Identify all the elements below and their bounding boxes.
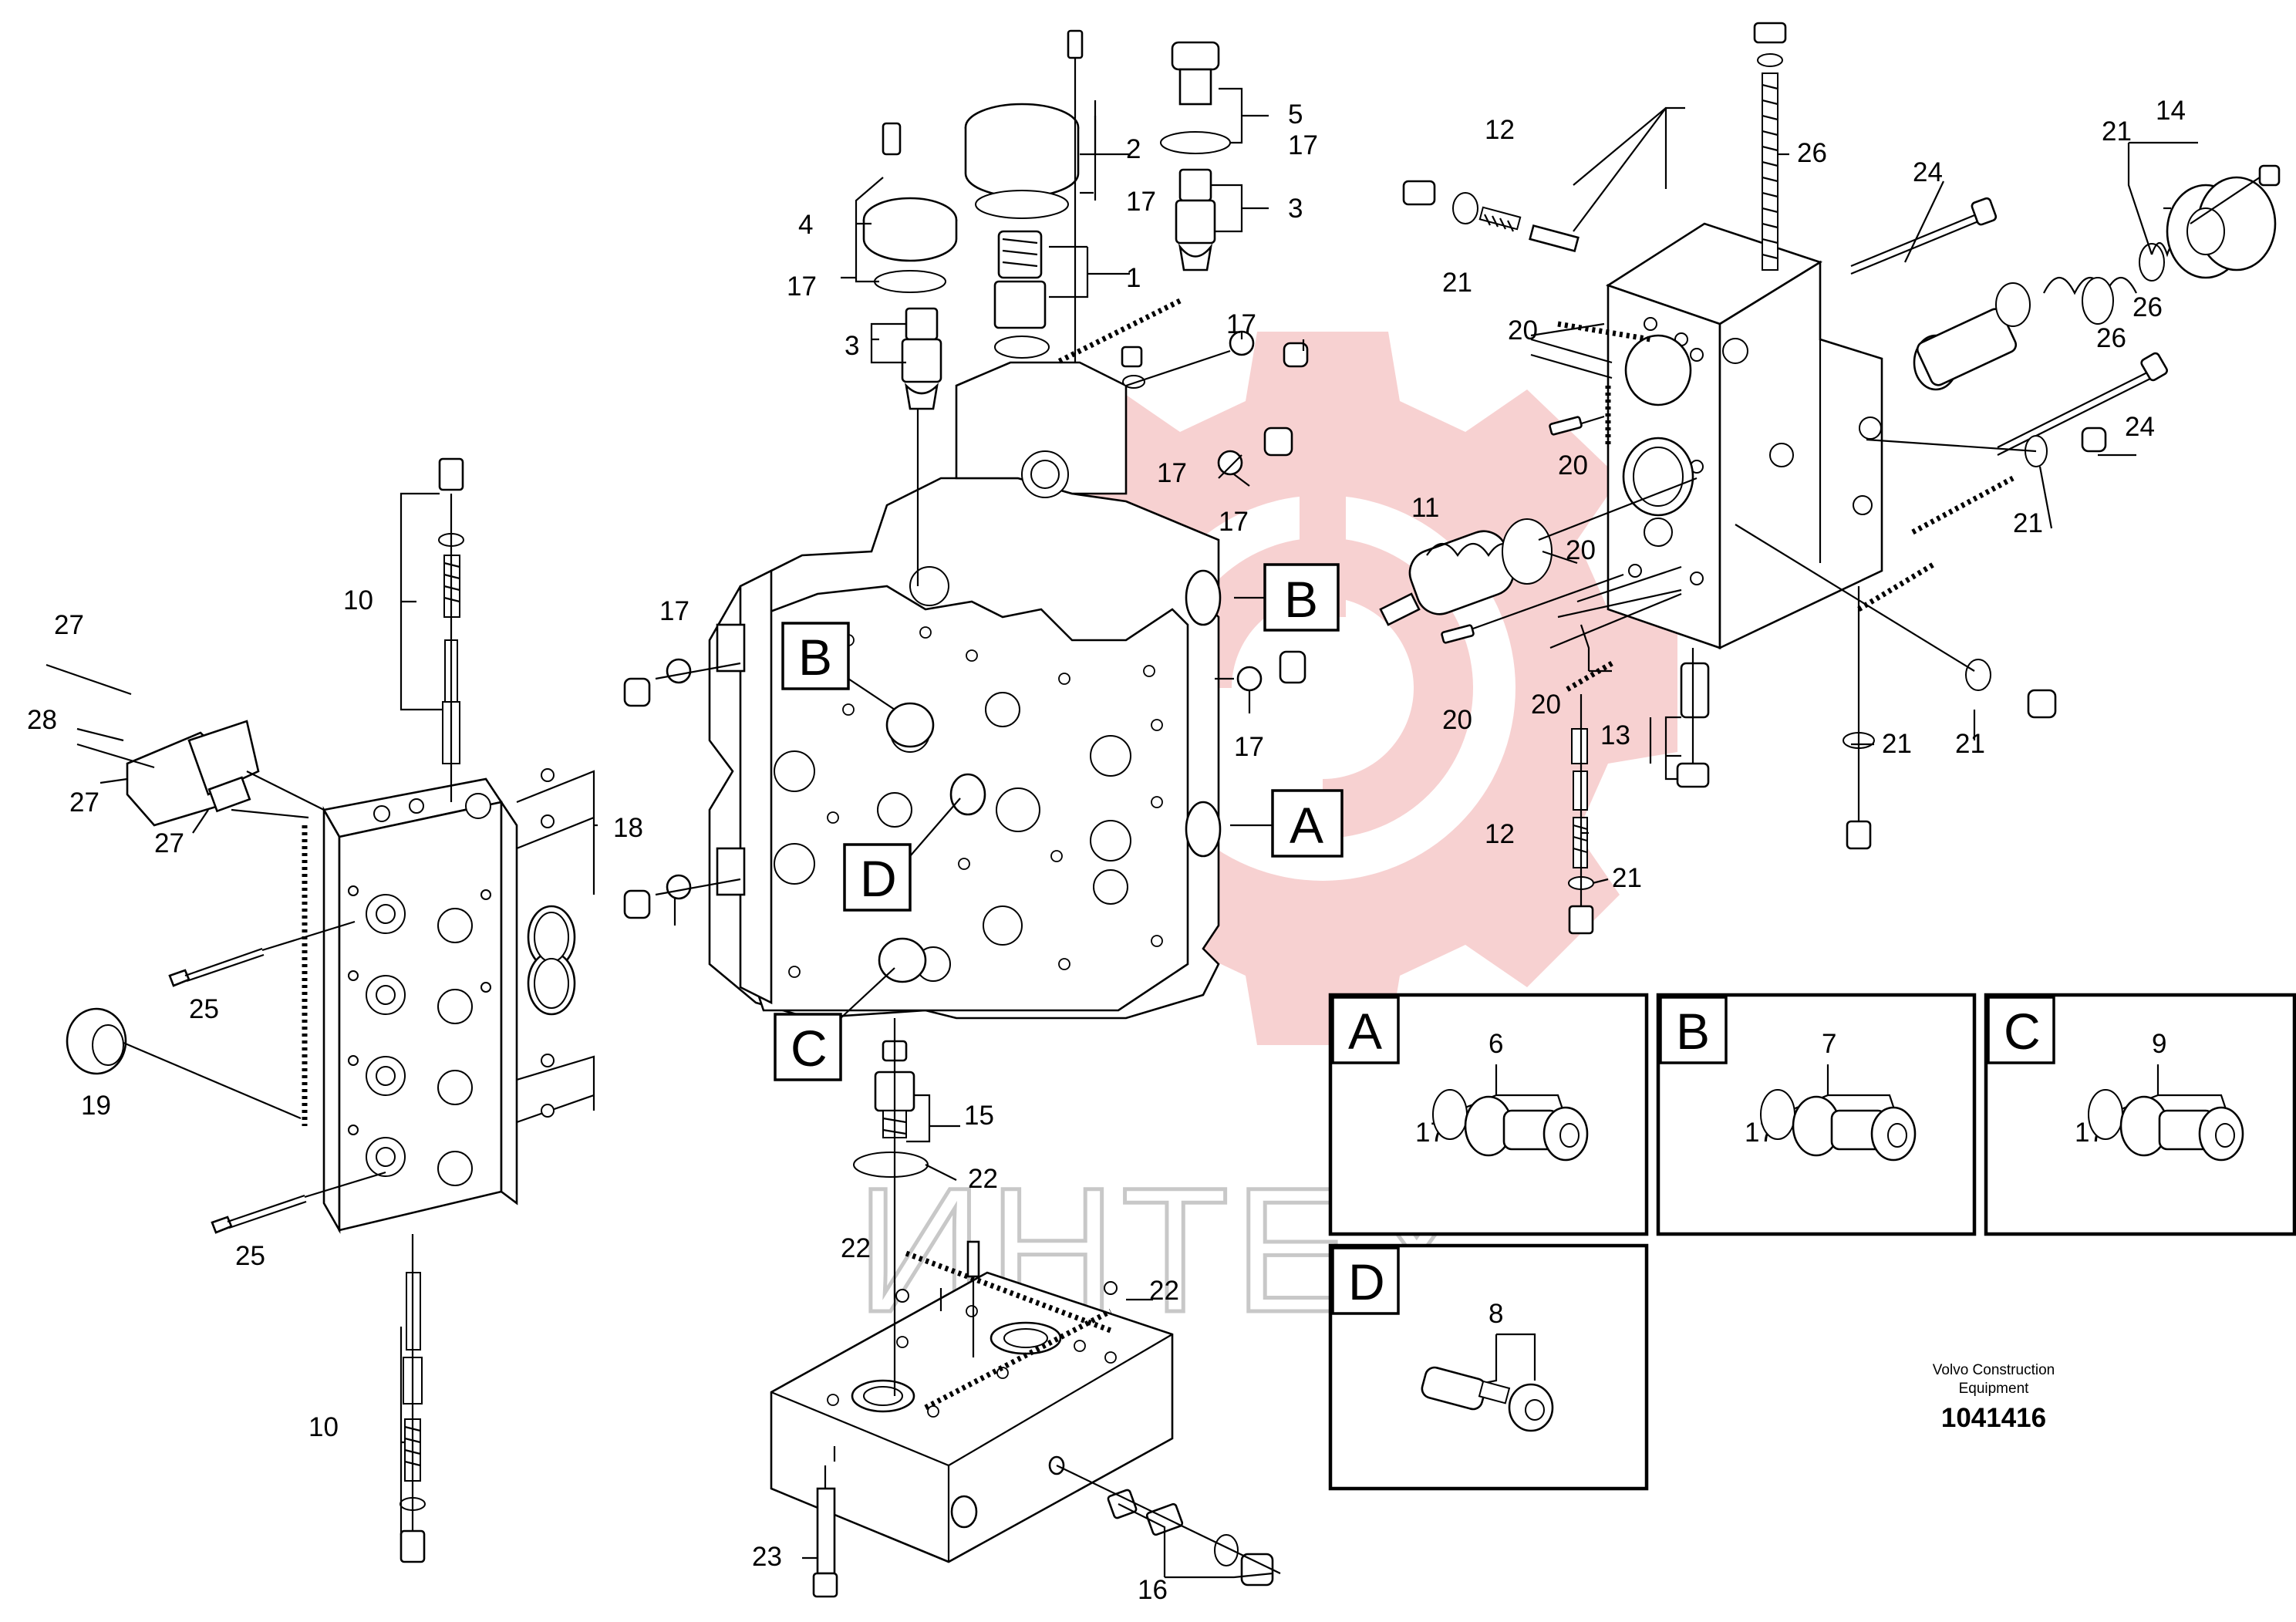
callout-21: 21 xyxy=(1612,863,1642,893)
detail-d-part-number: 8 xyxy=(1489,1299,1503,1329)
detail-view-c: C 9 17 xyxy=(1984,993,2296,1236)
callout-17: 17 xyxy=(787,271,817,302)
callout-27: 27 xyxy=(54,610,84,640)
callout-20: 20 xyxy=(1566,535,1596,565)
callout-22: 22 xyxy=(968,1164,998,1194)
callout-10: 10 xyxy=(308,1412,339,1442)
callout-4: 4 xyxy=(798,210,813,240)
callout-14: 14 xyxy=(2156,96,2186,126)
callout-17: 17 xyxy=(1219,507,1249,537)
callout-17: 17 xyxy=(1288,130,1318,160)
detail-letter-a: A xyxy=(1348,1003,1382,1060)
left-valve-block xyxy=(46,457,595,1563)
callout-21: 21 xyxy=(1955,729,1985,759)
callout-13: 13 xyxy=(1600,720,1630,750)
detail-view-d: D 8 xyxy=(1328,1243,1649,1491)
callout-21: 21 xyxy=(1442,268,1472,298)
callout-17: 17 xyxy=(1126,187,1156,217)
detail-view-b: B 7 17 xyxy=(1656,993,1977,1236)
publisher-line-1: Volvo Construction xyxy=(1933,1362,2055,1378)
callout-21: 21 xyxy=(2102,116,2132,147)
callout-25: 25 xyxy=(235,1241,265,1271)
callout-18: 18 xyxy=(613,813,643,843)
callout-12: 12 xyxy=(1485,115,1515,145)
callout-16: 16 xyxy=(1138,1575,1168,1605)
callout-20: 20 xyxy=(1508,315,1538,346)
callout-20: 20 xyxy=(1531,690,1561,720)
callout-24: 24 xyxy=(1913,157,1943,187)
callout-17: 17 xyxy=(659,596,689,626)
main-valve-body xyxy=(708,361,1222,1020)
callout-12: 12 xyxy=(1485,819,1515,849)
callout-11: 11 xyxy=(1411,493,1439,523)
callout-17: 17 xyxy=(1157,458,1187,488)
callout-27: 27 xyxy=(69,787,99,818)
callout-3: 3 xyxy=(1288,194,1303,224)
callout-24: 24 xyxy=(2125,412,2155,442)
callout-23: 23 xyxy=(752,1542,782,1572)
callout-20: 20 xyxy=(1442,705,1472,735)
callout-21: 21 xyxy=(2013,508,2043,538)
callout-1: 1 xyxy=(1126,263,1141,293)
section-tag-a: A xyxy=(1290,797,1323,854)
bottom-valve-block xyxy=(770,1018,1281,1598)
callout-5: 5 xyxy=(1288,99,1303,130)
detail-letter-b: B xyxy=(1676,1003,1710,1060)
detail-b-part-number: 7 xyxy=(1822,1029,1836,1059)
detail-letter-c: C xyxy=(2004,1003,2041,1060)
section-tag-b: B xyxy=(798,629,832,686)
callout-25: 25 xyxy=(189,994,219,1024)
callout-17: 17 xyxy=(1226,309,1256,339)
callout-26: 26 xyxy=(2132,292,2163,322)
callout-20: 20 xyxy=(1558,450,1588,481)
callout-22: 22 xyxy=(1149,1276,1179,1306)
section-tag-b: B xyxy=(1284,571,1318,628)
detail-c-part-number: 9 xyxy=(2152,1029,2166,1059)
callout-2: 2 xyxy=(1126,134,1141,164)
callout-28: 28 xyxy=(27,705,57,735)
callout-10: 10 xyxy=(343,585,373,615)
callout-22: 22 xyxy=(841,1233,871,1263)
central-top-parts xyxy=(623,29,1309,919)
leader-lines xyxy=(76,87,2198,1579)
callout-27: 27 xyxy=(154,828,184,858)
publisher-line-2: Equipment xyxy=(1959,1381,2030,1397)
detail-view-a: A 6 17 xyxy=(1328,993,1649,1236)
callout-21: 21 xyxy=(1882,729,1912,759)
callout-26: 26 xyxy=(1797,138,1827,168)
callout-15: 15 xyxy=(964,1101,994,1131)
callout-labels: 1 2 3 3 4 5 10 10 11 12 12 13 14 15 16 1… xyxy=(27,96,2186,1605)
section-tag-c: C xyxy=(791,1020,828,1077)
publisher-credit: Volvo Construction Equipment 1041416 xyxy=(1933,1362,2055,1433)
callout-17: 17 xyxy=(1234,732,1264,762)
callout-3: 3 xyxy=(845,331,859,361)
document-number: 1041416 xyxy=(1941,1403,2046,1433)
section-tags: B B A D C xyxy=(774,563,1344,1081)
callout-26: 26 xyxy=(2096,323,2126,353)
detail-letter-d: D xyxy=(1348,1253,1385,1310)
section-tag-d: D xyxy=(860,850,897,907)
detail-a-part-number: 6 xyxy=(1489,1029,1503,1059)
right-valve-block xyxy=(1379,22,2281,935)
callout-19: 19 xyxy=(81,1091,111,1121)
